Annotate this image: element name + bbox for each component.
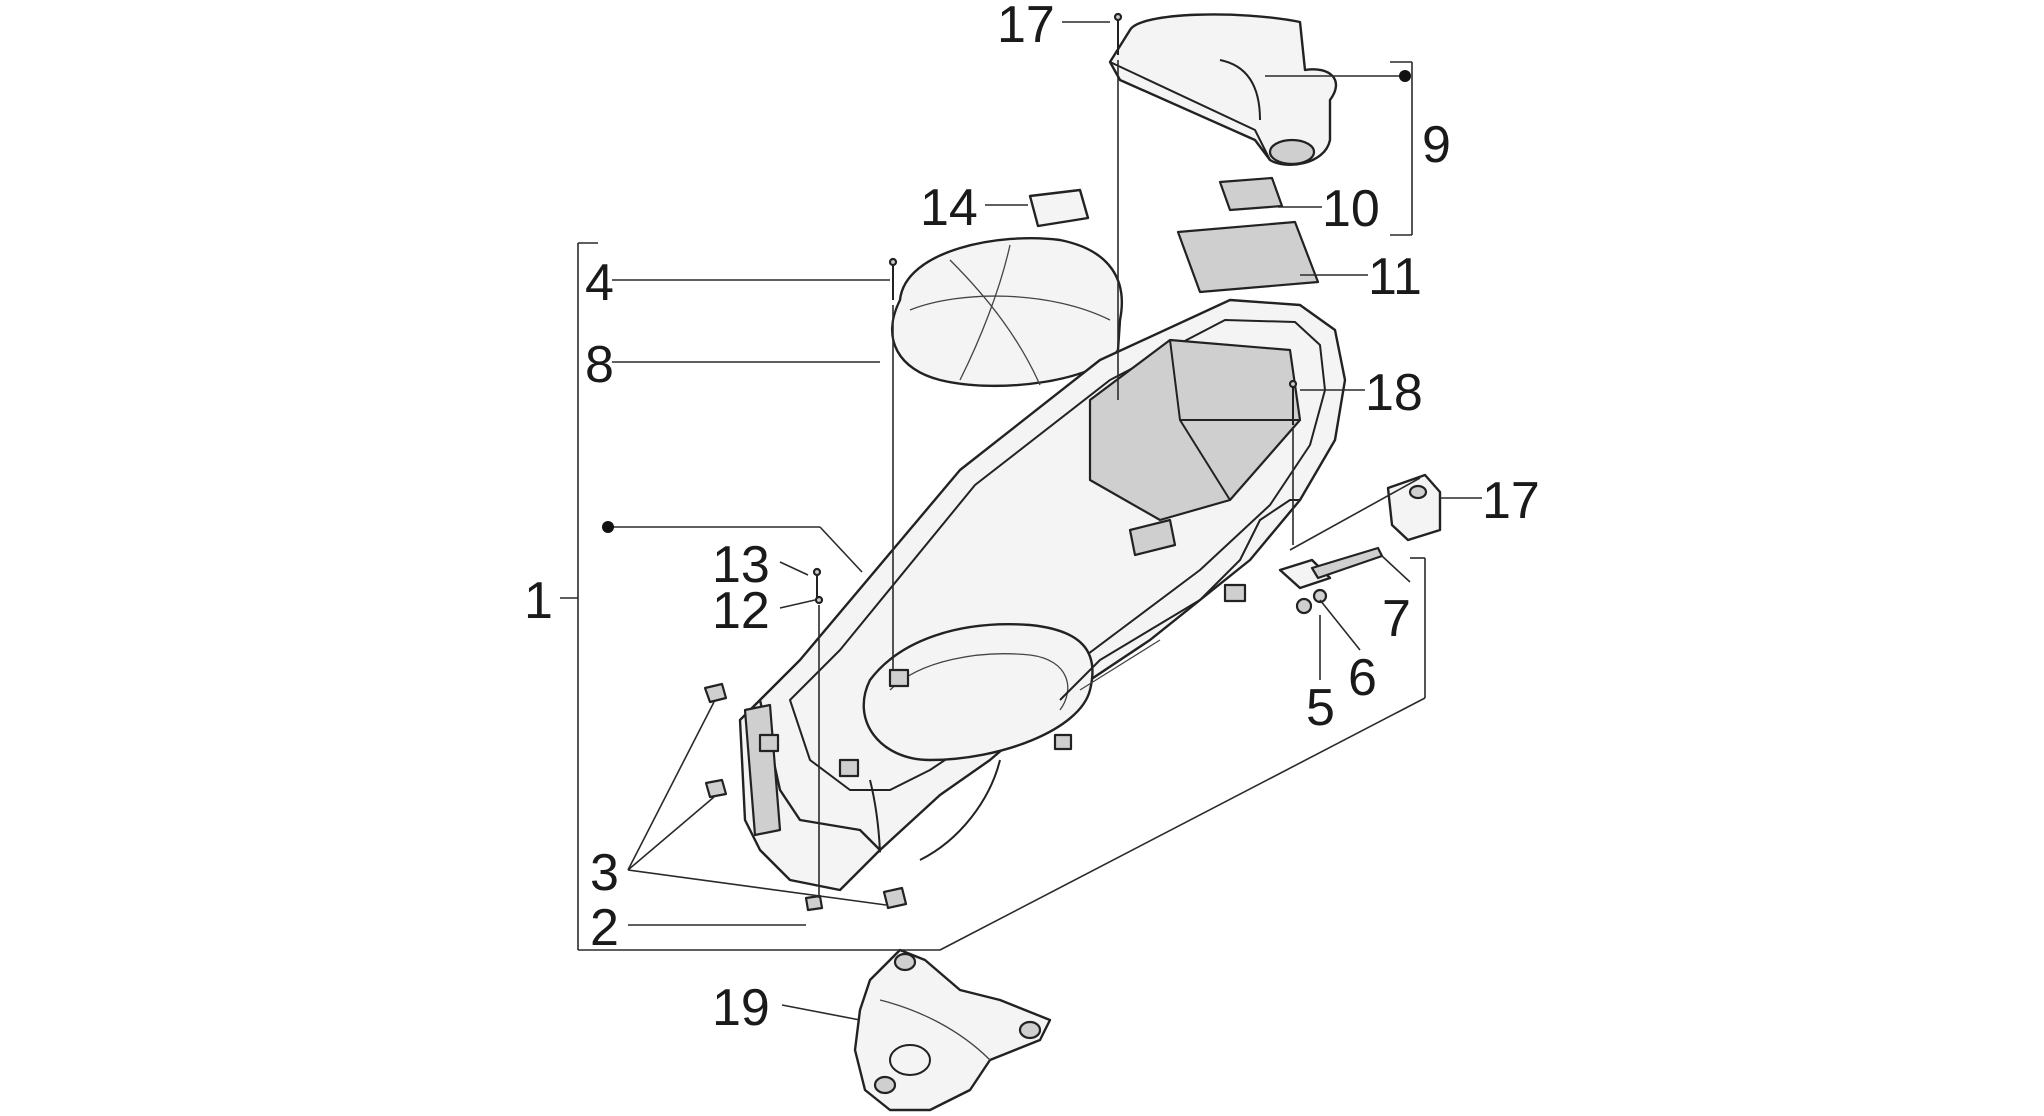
tray-lid-part — [890, 237, 1124, 388]
lock-mechanism-part — [1278, 546, 1384, 615]
callout-14: 14 — [920, 179, 978, 237]
callout-1: 1 — [524, 572, 553, 630]
callout-7: 7 — [1382, 590, 1411, 648]
latch-part — [1386, 473, 1442, 542]
callout-11: 11 — [1368, 248, 1422, 306]
callout-18: 18 — [1365, 364, 1423, 422]
callout-13: 13 — [712, 536, 770, 594]
screw-parts — [812, 12, 1298, 605]
callout-9: 9 — [1422, 116, 1451, 174]
callout-5: 5 — [1306, 679, 1335, 737]
lower-cover-part — [853, 948, 1052, 1112]
callout-8: 8 — [585, 336, 614, 394]
callout-12: 12 — [712, 582, 770, 640]
panel-part — [1176, 220, 1320, 294]
callout-6: 6 — [1348, 649, 1377, 707]
small-lid-part — [1028, 188, 1090, 228]
callout-17: 17 — [1482, 472, 1540, 530]
pad-part — [1218, 176, 1284, 212]
seat-cushion-part — [1108, 13, 1337, 167]
callout-15: 17 — [997, 0, 1055, 54]
nut-part — [804, 894, 824, 912]
storage-tub-part — [738, 298, 1347, 892]
callout-3: 3 — [590, 844, 619, 902]
callout-4: 4 — [585, 254, 614, 312]
clip-parts — [703, 682, 908, 910]
leader-lines — [560, 21, 1482, 1021]
callout-2: 2 — [590, 899, 619, 957]
callout-labels: 17 9 14 10 11 4 8 18 17 13 1 12 7 6 5 3 … — [524, 0, 1540, 1037]
callout-10: 10 — [1322, 180, 1380, 238]
callout-19: 19 — [712, 979, 770, 1037]
